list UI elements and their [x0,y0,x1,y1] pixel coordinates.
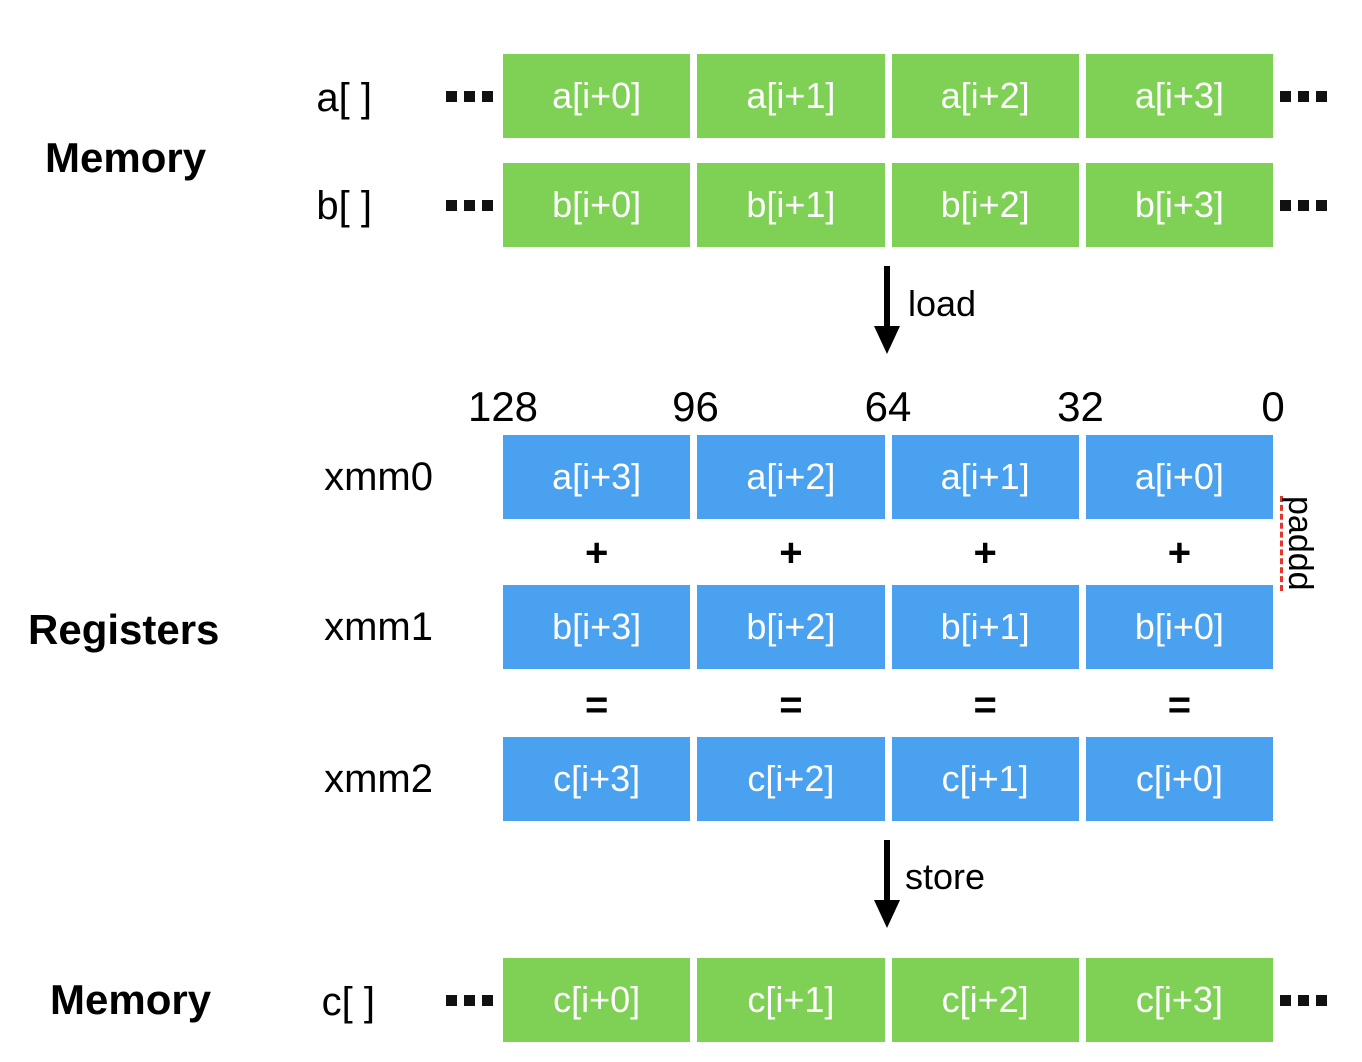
memory-cell: a[i+0] [503,54,691,138]
ellipsis-dots [446,958,493,1042]
register-xmm0-label: xmm0 [324,455,433,499]
register-cell: b[i+1] [891,585,1079,669]
memory-cell: c[i+0] [503,958,691,1042]
memory-row-a: a[i+0]a[i+1]a[i+2]a[i+3] [503,54,1273,138]
array-c-label: c[ ] [321,980,375,1024]
ellipsis-dots [1280,163,1327,247]
ellipsis-dots [1280,958,1327,1042]
memory-cell: b[i+2] [891,163,1079,247]
memory-cell: a[i+2] [891,54,1079,138]
register-cell: a[i+0] [1085,435,1273,519]
operator-symbol: + [973,530,997,575]
operator-symbol: + [779,530,803,575]
memory-bottom-section-label: Memory [50,976,212,1023]
register-row-xmm0: a[i+3]a[i+2]a[i+1]a[i+0] [503,435,1273,519]
memory-top-section-label: Memory [45,134,207,181]
memory-cell: c[i+2] [891,958,1079,1042]
register-cell: b[i+3] [503,585,691,669]
memory-cell: c[i+1] [697,958,885,1042]
memory-cell: a[i+3] [1085,54,1273,138]
memory-cell: b[i+1] [697,163,885,247]
load-arrow-label: load [908,283,977,324]
bit-label-128: 128 [467,383,539,430]
register-xmm2-label: xmm2 [324,757,433,801]
register-cell: c[i+1] [891,737,1079,821]
operator-symbol: = [1167,682,1192,727]
register-cell: b[i+0] [1085,585,1273,669]
array-a-label: a[ ] [316,76,372,120]
register-cell: c[i+2] [697,737,885,821]
registers-section-label: Registers [28,606,220,653]
register-cell: c[i+3] [503,737,691,821]
register-cell: c[i+0] [1085,737,1273,821]
bit-label-0: 0 [1261,383,1285,430]
register-row-xmm2: c[i+3]c[i+2]c[i+1]c[i+0] [503,737,1273,821]
bit-label-96: 96 [672,383,719,430]
memory-cell: c[i+3] [1085,958,1273,1042]
memory-row-c: c[i+0]c[i+1]c[i+2]c[i+3] [503,958,1273,1042]
ellipsis-dots [446,54,493,138]
memory-row-b: b[i+0]b[i+1]b[i+2]b[i+3] [503,163,1273,247]
bit-label-32: 32 [1057,383,1104,430]
register-cell: a[i+2] [697,435,885,519]
store-arrow-label: store [905,856,986,897]
ellipsis-dots [446,163,493,247]
operator-symbol: = [973,682,997,727]
ellipsis-dots [1280,54,1327,138]
register-cell: a[i+3] [503,435,691,519]
operator-symbol: + [1167,530,1192,575]
operator-symbol: = [779,682,803,727]
array-b-label: b[ ] [316,184,372,228]
register-cell: b[i+2] [697,585,885,669]
load-arrow-icon [874,266,900,354]
operator-symbol: = [584,682,609,727]
store-arrow-icon [874,840,900,928]
operator-symbol: + [584,530,609,575]
paddd-instruction-label: paddd [1280,496,1319,591]
register-cell: a[i+1] [891,435,1079,519]
register-row-xmm1: b[i+3]b[i+2]b[i+1]b[i+0] [503,585,1273,669]
memory-cell: b[i+3] [1085,163,1273,247]
memory-cell: a[i+1] [697,54,885,138]
memory-cell: b[i+0] [503,163,691,247]
bit-position-labels: 128 96 64 32 0 [468,383,1285,430]
equals-operator-row: = = = = [503,682,1273,728]
register-xmm1-label: xmm1 [324,605,433,649]
bit-label-64: 64 [864,383,912,430]
plus-operator-row: + + + + [503,530,1273,576]
